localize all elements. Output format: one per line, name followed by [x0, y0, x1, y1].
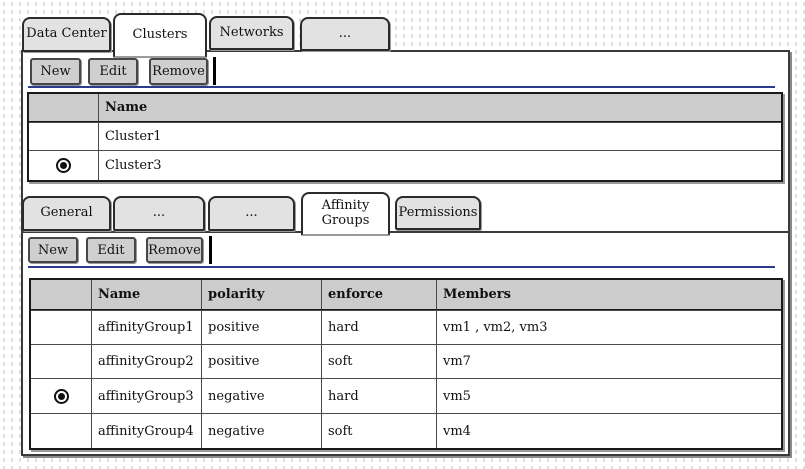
- row-members-cell: vm4: [443, 423, 471, 439]
- affinity-new-button[interactable]: New: [28, 237, 78, 263]
- affinity-edit-label: Edit: [97, 242, 125, 258]
- row-name-cell: Cluster1: [105, 129, 162, 144]
- affinity-remove-label: Remove: [148, 242, 201, 258]
- row-members-cell: vm7: [443, 354, 471, 369]
- row-select-cell[interactable]: [31, 311, 92, 344]
- clusters-table-header: Name: [29, 94, 781, 122]
- clusters-remove-label: Remove: [152, 64, 205, 79]
- row-name-cell: affinityGroup3: [92, 379, 202, 413]
- header-enforce: enforce: [322, 280, 437, 309]
- clusters-new-label: New: [40, 64, 71, 79]
- tab-general-label: General: [40, 205, 93, 221]
- affinity-table-header: Name polarity enforce Members: [31, 280, 781, 310]
- tab-clusters-label: Clusters: [132, 27, 188, 43]
- row-select-cell[interactable]: [29, 123, 99, 150]
- clusters-new-button[interactable]: New: [30, 58, 81, 85]
- radio-selected-icon[interactable]: [56, 158, 71, 173]
- tab-clusters[interactable]: Clusters: [113, 13, 207, 58]
- row-members-cell: vm1 , vm2, vm3: [443, 320, 548, 335]
- row-select-cell[interactable]: [29, 151, 99, 180]
- header-name: Name: [92, 280, 202, 309]
- row-name-cell: affinityGroup2: [92, 345, 202, 378]
- row-select-cell[interactable]: [31, 379, 92, 413]
- header-members: Members: [443, 287, 511, 302]
- affinity-new-label: New: [37, 242, 69, 258]
- toolbar-separator-line: [28, 86, 775, 88]
- tab-networks[interactable]: Networks: [209, 16, 294, 50]
- radio-selected-icon[interactable]: [53, 388, 69, 404]
- row-name-cell: affinityGroup1: [92, 311, 202, 344]
- row-enforce-cell: hard: [322, 311, 437, 344]
- tab-more[interactable]: ...: [300, 17, 390, 51]
- header-name: Name: [105, 100, 148, 115]
- tab-more-label: ...: [338, 25, 352, 41]
- row-select-cell[interactable]: [31, 345, 92, 378]
- tab-detail-more-2-label: ...: [245, 205, 258, 221]
- tab-detail-more-1[interactable]: ...: [113, 196, 205, 231]
- row-select-cell[interactable]: [31, 414, 92, 448]
- row-name-cell: affinityGroup4: [92, 414, 202, 448]
- row-name-cell: Cluster3: [105, 158, 162, 173]
- row-members-cell: vm5: [443, 388, 471, 404]
- table-row[interactable]: affinityGroup2 positive soft vm7: [31, 344, 781, 378]
- table-row[interactable]: Cluster3: [29, 150, 781, 180]
- tab-affinity-groups[interactable]: Affinity Groups: [301, 192, 390, 236]
- table-row[interactable]: affinityGroup1 positive hard vm1 , vm2, …: [31, 310, 781, 344]
- tab-affinity-groups-label: Affinity Groups: [321, 198, 370, 228]
- tab-permissions[interactable]: Permissions: [395, 196, 481, 230]
- detail-section-divider: [21, 231, 790, 233]
- row-enforce-cell: soft: [322, 345, 437, 378]
- tab-permissions-label: Permissions: [398, 204, 478, 220]
- row-enforce-cell: hard: [322, 379, 437, 413]
- row-polarity-cell: negative: [202, 414, 322, 448]
- table-row[interactable]: affinityGroup4 negative soft vm4: [31, 413, 781, 448]
- affinity-edit-button[interactable]: Edit: [86, 237, 136, 263]
- affinity-groups-table: Name polarity enforce Members affinityGr…: [29, 278, 783, 450]
- row-polarity-cell: positive: [202, 345, 322, 378]
- tab-networks-label: Networks: [219, 24, 284, 40]
- clusters-remove-button[interactable]: Remove: [149, 58, 208, 85]
- row-polarity-cell: positive: [202, 311, 322, 344]
- table-row[interactable]: affinityGroup3 negative hard vm5: [31, 378, 781, 413]
- clusters-edit-label: Edit: [99, 64, 127, 79]
- text-cursor-icon: [213, 57, 216, 85]
- table-row[interactable]: Cluster1: [29, 122, 781, 150]
- header-polarity: polarity: [202, 280, 322, 309]
- row-polarity-cell: negative: [202, 379, 322, 413]
- clusters-edit-button[interactable]: Edit: [88, 58, 138, 85]
- clusters-table: Name Cluster1 Cluster3: [27, 92, 783, 182]
- affinity-remove-button[interactable]: Remove: [146, 237, 203, 263]
- tab-data-center-label: Data Center: [26, 26, 107, 42]
- header-select: [31, 280, 92, 309]
- row-enforce-cell: soft: [322, 414, 437, 448]
- toolbar-separator-line: [28, 266, 775, 268]
- tab-detail-more-1-label: ...: [152, 205, 166, 221]
- header-select: [29, 94, 99, 121]
- tab-data-center[interactable]: Data Center: [22, 17, 111, 52]
- tab-detail-more-2[interactable]: ...: [208, 196, 295, 231]
- tab-general[interactable]: General: [22, 196, 111, 231]
- text-cursor-icon: [209, 236, 212, 264]
